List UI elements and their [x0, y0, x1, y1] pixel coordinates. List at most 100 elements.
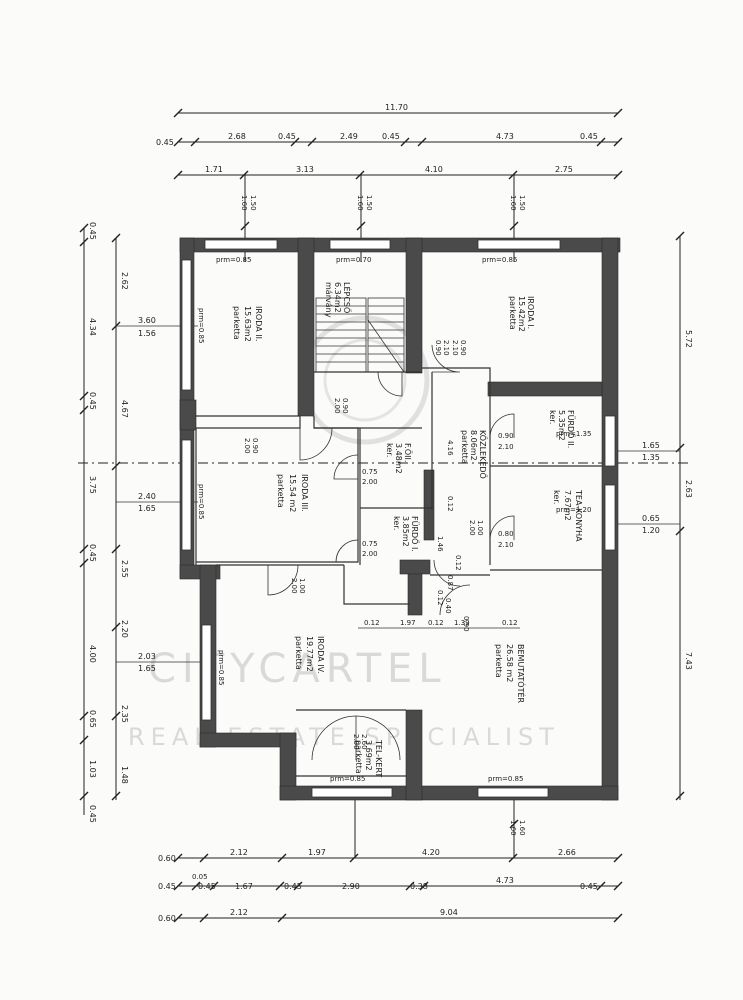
dim-left-7: 2.55 — [120, 560, 129, 578]
room-furdo1-area: 3.85m2 — [401, 516, 410, 547]
dim-left-in-1b: 1.65 — [138, 504, 156, 513]
dim-top-r2-4: 0.45 — [382, 132, 400, 141]
staircase — [315, 297, 405, 373]
dim-bot-r2-5: 0.38 — [410, 882, 428, 891]
left-dimensions: 0.45 2.62 4.34 0.45 4.67 3.75 0.45 2.55 … — [79, 222, 210, 823]
dim-left-2: 4.34 — [88, 318, 97, 336]
door-lbl-21: 2.00 — [352, 734, 360, 750]
room-kozlekedo-area: 8.06m2 — [469, 430, 478, 461]
misc-lbl-6: 0.87 — [446, 575, 454, 591]
room-telkert-name: TEL-KERT — [374, 739, 383, 777]
door-lbl-12: 1.00 — [476, 520, 484, 536]
dim-left-0: 0.45 — [88, 222, 97, 240]
dim-top-r3-0: 1.71 — [205, 165, 223, 174]
top-dimensions: 11.70 0.45 2.68 0.45 2.49 0.45 4.73 0.45… — [156, 103, 623, 262]
room-iroda2-name: IRODA II. — [254, 306, 263, 342]
room-furdo2-prm: prm=1.35 — [556, 430, 591, 438]
dim-left-12: 1.03 — [88, 760, 97, 778]
room-iroda2-prm: prm=0.85 — [216, 256, 251, 264]
dim-right-in-1a: 0.65 — [642, 514, 660, 523]
room-iroda1-prm: prm=0.85 — [482, 256, 517, 264]
dim-left-6: 0.45 — [88, 544, 97, 562]
room-bemutato-prm: prm=0.85 — [488, 775, 523, 783]
dim-win3-b: 1.50 — [518, 195, 526, 211]
room-fo2-area: 3.48m2 — [394, 443, 403, 474]
watermark-tagline: REAL ESTATE SPECIALIST — [128, 723, 560, 751]
misc-lbl-2: 0.12 — [428, 619, 444, 627]
dim-left-8: 2.20 — [120, 620, 129, 638]
dim-top-r2-0: 0.45 — [156, 138, 174, 147]
room-bemutato-name: BEMUTATÓTÉR — [516, 644, 527, 704]
dim-bot-extra: 0.05 — [192, 873, 208, 881]
dim-left-11: 2.35 — [120, 705, 129, 723]
room-iroda4-area: 19.77m2 — [305, 636, 314, 672]
dim-left-in-0a: 3.60 — [138, 316, 156, 325]
room-fo2-name: F.ÖII. — [403, 443, 413, 462]
room-furdo2-name: FÜRDŐ II. — [566, 410, 576, 448]
dim-left-10: 0.65 — [88, 710, 97, 728]
dim-win2-b: 1.50 — [365, 195, 373, 211]
room-teakonyha-floor: ker. — [552, 490, 561, 504]
dim-left-in-0b: 1.56 — [138, 329, 156, 338]
dim-right-0: 5.72 — [684, 330, 693, 348]
room-lepcso-name: LÉPCSŐ — [342, 282, 353, 313]
dim-left-in-2b: 1.65 — [138, 664, 156, 673]
door-lbl-20: 2.60 — [360, 734, 368, 750]
room-telkert-area: 3.69m2 — [364, 740, 373, 771]
door-lbl-14: 0.80 — [498, 530, 514, 538]
dim-right-in-1b: 1.20 — [642, 526, 660, 535]
door-lbl-2: 0.90 — [341, 398, 349, 414]
dim-bot-win-a: 1.60 — [509, 820, 517, 836]
room-labels: IRODA II. 15.63m2 parketta prm=0.85 prm=… — [197, 256, 591, 783]
dim-top-r3-2: 4.10 — [425, 165, 443, 174]
door-labels: 0.90 2.00 0.90 2.00 0.90 2.10 0.75 2.00 … — [243, 340, 514, 750]
room-lepcso-prm: prm=0.70 — [336, 256, 371, 264]
dim-bot-r3-0: 0.60 — [158, 914, 176, 923]
room-telkert-floor: parketta — [354, 740, 363, 774]
doors — [267, 344, 515, 761]
door-lbl-5: 2.10 — [451, 340, 459, 356]
dim-win2-a: 1.60 — [356, 195, 364, 211]
door-lbl-19: 2.10 — [442, 340, 450, 356]
misc-lbl-8: 0.40 — [444, 598, 452, 614]
room-lepcso-area: 6.34m2 — [333, 282, 342, 313]
room-lepcso-floor: márvány — [324, 282, 333, 318]
misc-lbl-4: 0.12 — [502, 619, 518, 627]
dim-bot-r2-7: 0.45 — [580, 882, 598, 891]
dim-bot-win-b: 1.60 — [518, 820, 526, 836]
dim-top-r2-5: 4.73 — [496, 132, 514, 141]
room-iroda2-area: 15.63m2 — [243, 306, 252, 342]
dim-bot-r1-3: 4.20 — [422, 848, 440, 857]
door-lbl-0: 0.90 — [251, 438, 259, 454]
room-bemutato-floor: parketta — [494, 644, 503, 678]
dim-left-9: 4.00 — [88, 645, 97, 663]
dim-top-r3-3: 2.75 — [555, 165, 573, 174]
dim-left-5: 3.75 — [88, 476, 97, 494]
door-lbl-1: 2.00 — [243, 438, 251, 454]
room-telkert-prm: prm=0.85 — [330, 775, 365, 783]
dim-right-in-0a: 1.65 — [642, 441, 660, 450]
door-lbl-4: 0.90 — [459, 340, 467, 356]
dim-top-r2-3: 2.49 — [340, 132, 358, 141]
dim-right-in-0b: 1.35 — [642, 453, 660, 462]
room-teakonyha-prm: prm=1.20 — [556, 506, 591, 514]
dim-bot-r3-2: 9.04 — [440, 908, 458, 917]
dim-left-4: 4.67 — [120, 400, 129, 418]
door-lbl-6: 0.75 — [362, 468, 378, 476]
misc-lbl-12: 4.16 — [446, 440, 454, 456]
room-iroda4-prm: prm=0.85 — [217, 650, 225, 685]
watermark-brand: CITYCARTEL — [148, 646, 447, 692]
dim-top-r2-2: 0.45 — [278, 132, 296, 141]
door-lbl-11: 2.10 — [498, 443, 514, 451]
dim-bot-r2-2: 1.67 — [235, 882, 253, 891]
door-lbl-16: 1.00 — [298, 578, 306, 594]
dim-win3-a: 1.60 — [509, 195, 517, 211]
room-furdo2-area: 5.35m2 — [557, 410, 566, 441]
misc-labels: 0.12 1.97 0.12 1.39 0.12 0.12 0.87 0.12 … — [358, 440, 520, 632]
dim-top-r2-6: 0.45 — [580, 132, 598, 141]
windows — [181, 239, 616, 798]
room-iroda2-prm2: prm=0.85 — [197, 308, 205, 343]
door-lbl-13: 2.00 — [468, 520, 476, 536]
misc-lbl-10: 0.12 — [446, 496, 454, 512]
watermark: CITYCARTEL REAL ESTATE SPECIALIST — [128, 315, 560, 751]
